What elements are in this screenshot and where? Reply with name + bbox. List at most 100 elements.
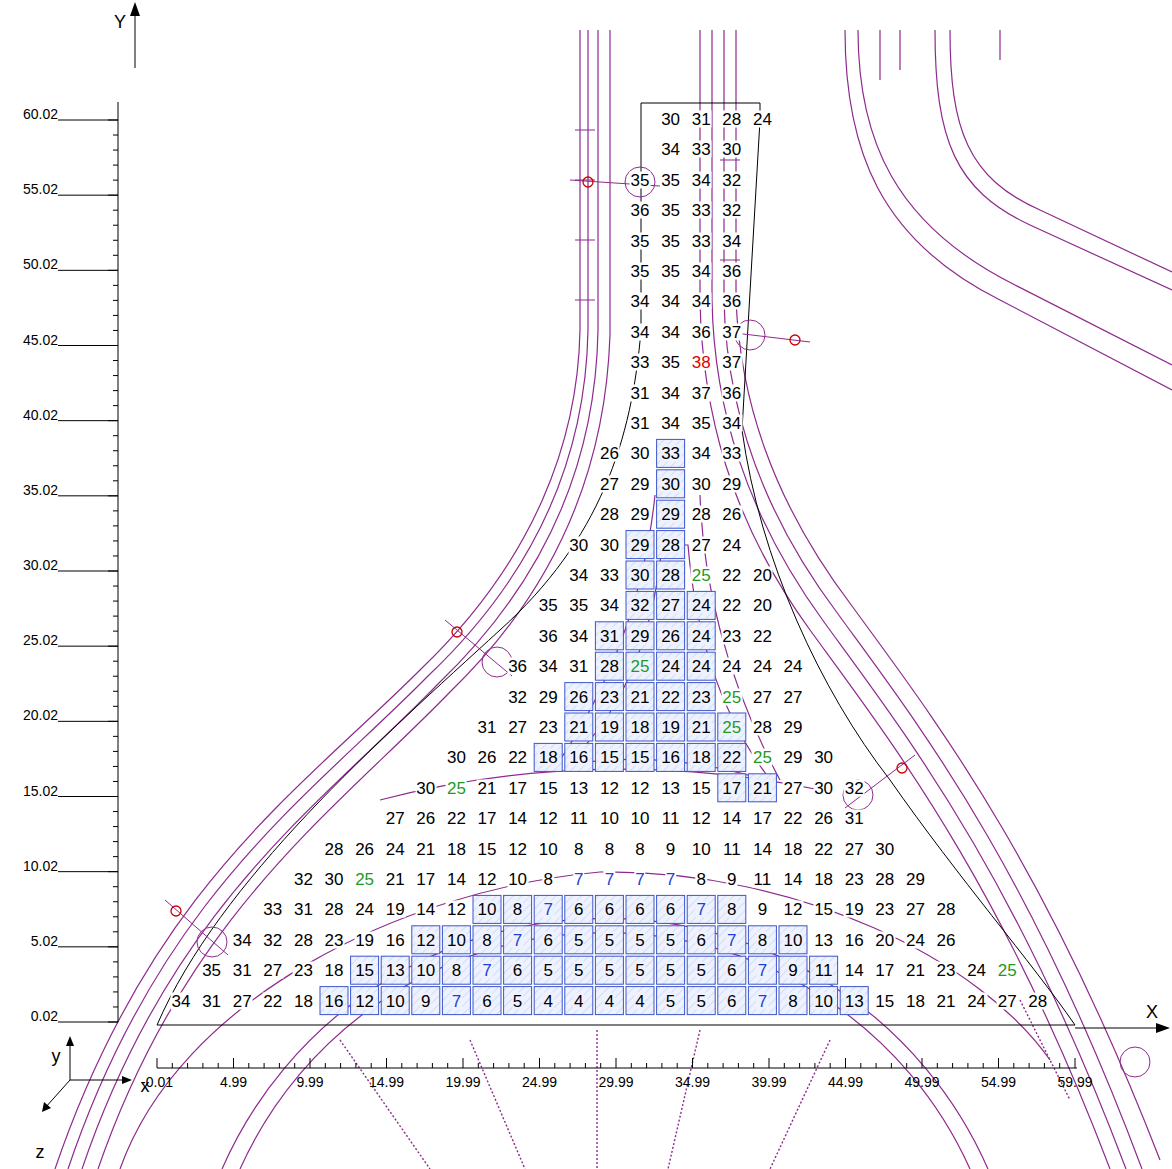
- tick-mark: [113, 766, 118, 767]
- illuminance-value: 8: [604, 840, 615, 857]
- highlight-cell: [595, 895, 623, 923]
- illuminance-value: 17: [415, 871, 436, 888]
- axis-value: 5.02: [31, 934, 58, 948]
- tick-mark: [1075, 1058, 1076, 1068]
- tick-mark: [113, 330, 118, 331]
- illuminance-value: 34: [721, 232, 742, 249]
- illuminance-value: 36: [507, 658, 528, 675]
- highlight-cell: [626, 622, 654, 650]
- tick-mark: [493, 1063, 494, 1068]
- illuminance-value: 5: [512, 992, 523, 1009]
- tick-mark: [967, 1063, 968, 1068]
- illuminance-value: 23: [538, 719, 559, 736]
- illuminance-value: 5: [604, 931, 615, 948]
- illuminance-value: 30: [874, 840, 895, 857]
- illuminance-value: 6: [665, 901, 676, 918]
- illuminance-value: 30: [324, 871, 345, 888]
- tick-mark: [113, 480, 118, 481]
- illuminance-value: 28: [721, 111, 742, 128]
- highlight-cell: [534, 987, 562, 1015]
- illuminance-value: 28: [936, 901, 957, 918]
- illuminance-value: 18: [813, 871, 834, 888]
- illuminance-value: 9: [757, 901, 768, 918]
- illuminance-value: 11: [569, 810, 589, 827]
- tick-mark: [310, 1058, 311, 1068]
- illuminance-value: 30: [721, 141, 742, 158]
- highlight-cell: [595, 652, 623, 680]
- tick-mark: [508, 1063, 509, 1068]
- illuminance-value: 22: [507, 749, 528, 766]
- illuminance-value: 30: [630, 567, 651, 584]
- axis-name: y: [52, 1047, 61, 1065]
- tick-mark: [631, 1063, 632, 1068]
- tick-mark: [906, 1063, 907, 1068]
- illuminance-value: 35: [538, 597, 559, 614]
- illuminance-value: 14: [507, 810, 528, 827]
- tick-mark: [113, 405, 118, 406]
- tick-mark: [58, 571, 118, 572]
- tick-mark: [113, 901, 118, 902]
- tick-mark: [113, 375, 118, 376]
- highlight-cell: [565, 956, 593, 984]
- illuminance-value: 20: [752, 597, 773, 614]
- illuminance-value: 9: [665, 840, 676, 857]
- illuminance-value: 5: [542, 962, 553, 979]
- tick-mark: [58, 345, 118, 346]
- axis-value: 50.02: [23, 257, 58, 271]
- highlight-cell: [657, 561, 685, 589]
- illuminance-value: 19: [354, 931, 375, 948]
- illuminance-value: 6: [573, 901, 584, 918]
- highlight-cell: [718, 956, 746, 984]
- highlight-cell: [626, 895, 654, 923]
- illuminance-value: 33: [721, 445, 742, 462]
- illuminance-value: 22: [752, 627, 773, 644]
- illuminance-value: 8: [787, 992, 798, 1009]
- illuminance-value: 10: [477, 901, 498, 918]
- illuminance-value: 31: [477, 719, 498, 736]
- highlight-cell: [442, 926, 470, 954]
- tick-mark: [417, 1063, 418, 1068]
- tick-mark: [113, 916, 118, 917]
- illuminance-value: 30: [599, 536, 620, 553]
- illuminance-value: 4: [542, 992, 553, 1009]
- illuminance-value: 26: [660, 627, 681, 644]
- axis-value: 54.99: [981, 1075, 1016, 1089]
- tick-mark: [113, 510, 118, 511]
- illuminance-value: 8: [573, 840, 584, 857]
- illuminance-value: 34: [232, 931, 253, 948]
- illuminance-value: 26: [813, 810, 834, 827]
- illuminance-value: 12: [354, 992, 375, 1009]
- highlight-cell: [504, 926, 532, 954]
- highlight-cell: [565, 713, 593, 741]
- highlight-cell: [779, 926, 807, 954]
- illuminance-value: 12: [507, 840, 528, 857]
- axis-value: 4.99: [220, 1075, 247, 1089]
- highlight-cell: [442, 956, 470, 984]
- highlight-cell: [657, 926, 685, 954]
- illuminance-value: 18: [324, 962, 345, 979]
- illuminance-value: 11: [722, 840, 742, 857]
- highlight-cell: [626, 652, 654, 680]
- tick-mark: [113, 976, 118, 977]
- highlight-cell: [718, 743, 746, 771]
- illuminance-value: 27: [783, 779, 804, 796]
- illuminance-value: 21: [752, 779, 773, 796]
- illuminance-value: 35: [630, 263, 651, 280]
- illuminance-value: 13: [844, 992, 865, 1009]
- illuminance-value: 7: [634, 871, 645, 888]
- illuminance-value: 24: [752, 658, 773, 675]
- tick-mark: [172, 1063, 173, 1068]
- illuminance-value: 27: [691, 536, 712, 553]
- axis-name: Y: [114, 13, 126, 31]
- illuminance-value: 27: [997, 992, 1018, 1009]
- illuminance-value: 19: [844, 901, 865, 918]
- illuminance-value: 34: [171, 992, 192, 1009]
- illuminance-value: 30: [568, 536, 589, 553]
- tick-mark: [58, 270, 118, 271]
- illuminance-value: 10: [599, 810, 620, 827]
- tick-mark: [113, 991, 118, 992]
- illuminance-value: 11: [814, 962, 834, 979]
- tick-mark: [539, 1058, 540, 1068]
- light-poles: [165, 167, 1150, 1077]
- illuminance-value: 7: [573, 871, 584, 888]
